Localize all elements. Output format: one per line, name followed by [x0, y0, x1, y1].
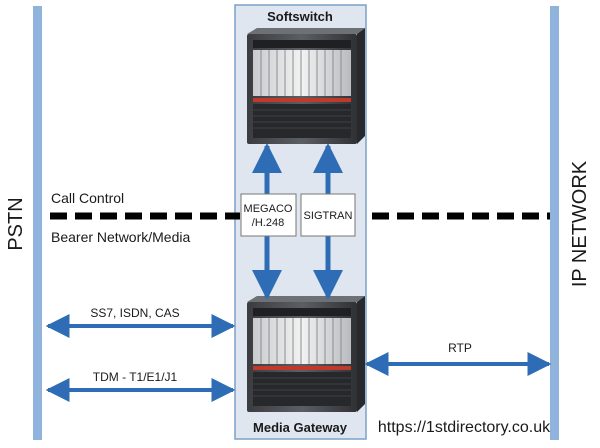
watermark: https://1stdirectory.co.uk	[378, 419, 551, 436]
bearer-network-label: Bearer Network/Media	[51, 229, 190, 245]
media-gateway-label: Media Gateway	[253, 420, 348, 435]
sigtran-label: SIGTRAN	[304, 210, 353, 222]
megaco-box	[240, 193, 297, 237]
megaco-label-line2: /H.248	[252, 217, 284, 229]
server-chassis-icon	[246, 295, 366, 413]
sigtran-box	[300, 193, 356, 237]
pstn-label: PSTN	[5, 197, 27, 250]
call-control-label: Call Control	[51, 190, 124, 206]
rtp-link-label: RTP	[448, 341, 472, 355]
tdm-link-label: TDM - T1/E1/J1	[93, 370, 178, 384]
softswitch-label: Softswitch	[267, 9, 333, 24]
ip-network-rail	[550, 6, 559, 440]
ss7-link-label: SS7, ISDN, CAS	[90, 306, 179, 320]
megaco-label-line1: MEGACO	[244, 203, 293, 215]
ip-network-label: IP NETWORK	[569, 160, 591, 287]
pstn-rail	[33, 6, 42, 440]
server-chassis-icon	[246, 27, 366, 145]
